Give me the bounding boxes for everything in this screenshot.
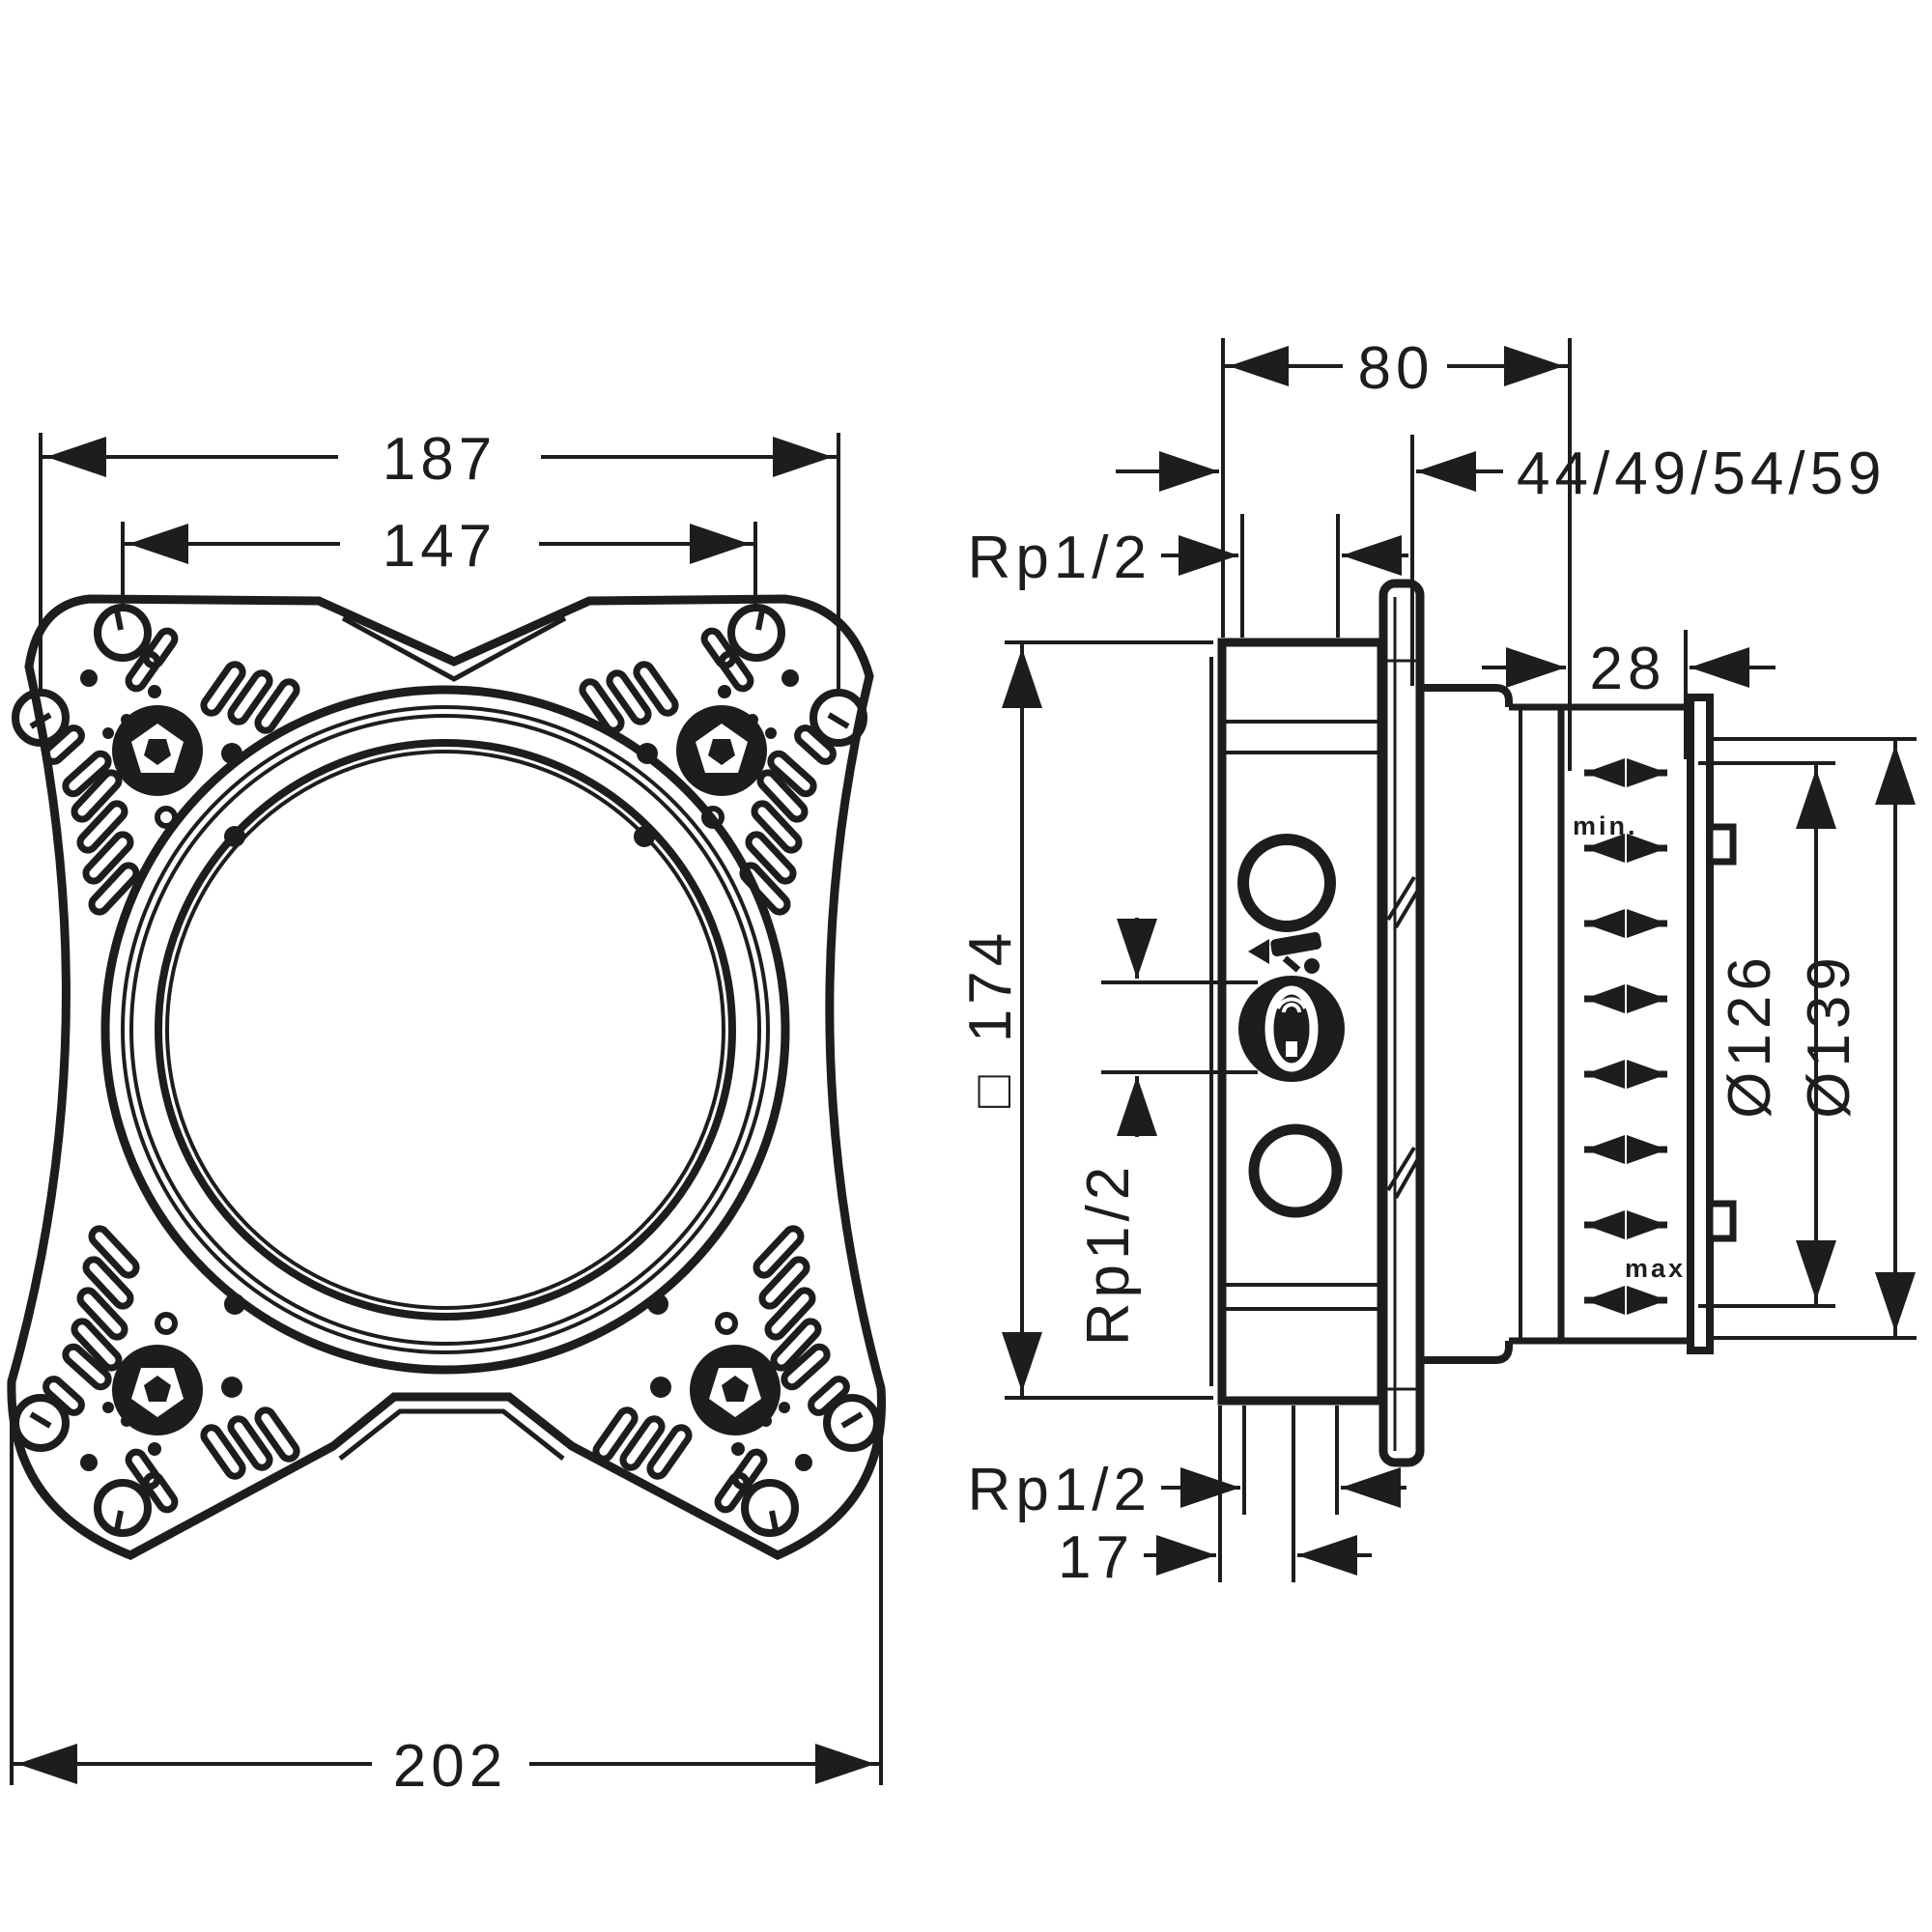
thread-label-bottom: Rp1/2 — [968, 1457, 1151, 1523]
side-view-dimensions: 80 44/49/54/59 Rp1/2 28 174 □ — [957, 335, 1917, 1591]
min-label: min. — [1573, 811, 1638, 840]
corner-arm-bottom-right — [593, 1226, 877, 1533]
dia-126-label: Ø126 — [1717, 952, 1783, 1119]
dia-139-label: Ø139 — [1796, 952, 1862, 1119]
plate-outline — [7, 594, 887, 1560]
dim-28-label: 28 — [1590, 636, 1666, 702]
clip-bottom — [1706, 1200, 1737, 1242]
dim-147-label: 147 — [383, 513, 497, 580]
thread-label-mid: Rp1/2 — [1075, 1162, 1142, 1346]
dim-187-label: 187 — [383, 426, 497, 493]
dim-80: 80 — [1225, 335, 1568, 402]
dim-17-label: 17 — [1058, 1524, 1134, 1591]
clip-top — [1706, 823, 1737, 866]
dim-wall-thickness-label: 44/49/54/59 — [1517, 440, 1887, 507]
max-label: max. — [1625, 1254, 1696, 1283]
plate-center-rings — [100, 685, 790, 1375]
dim-202: 202 — [10, 1403, 883, 1800]
plate-bottom-chamfer-innerline — [338, 1408, 565, 1461]
port-bottom-circle — [1248, 1123, 1343, 1218]
dim-174-label: 174 — [957, 928, 1024, 1042]
dim-80-label: 80 — [1358, 335, 1435, 402]
dim-174: 174 □ — [957, 640, 1213, 1400]
dim-147: 147 — [121, 513, 757, 609]
dim-dia-126: Ø126 — [1698, 761, 1836, 1308]
side-view-valve-body: min. max. — [1209, 579, 1737, 1467]
dim-187: 187 — [39, 426, 840, 694]
port-top-circle — [1237, 834, 1336, 932]
dim-202-label: 202 — [393, 1733, 507, 1800]
dim-wall-thickness: 44/49/54/59 — [1116, 440, 1887, 507]
dim-17: 17 — [1058, 1524, 1372, 1591]
plate-top-chamfer-innerline — [341, 615, 567, 682]
valve-cartridge — [1238, 976, 1345, 1082]
dim-dia-139: Ø139 — [1712, 737, 1917, 1340]
front-view-mounting-plate — [7, 594, 887, 1560]
dim-thread-bottom: Rp1/2 — [968, 1457, 1406, 1523]
thread-label-top: Rp1/2 — [968, 525, 1151, 591]
dim-thread-mid: Rp1/2 — [1075, 918, 1258, 1346]
dim-28: 28 — [1482, 636, 1776, 702]
housing-end-plate — [1687, 694, 1714, 1354]
wall-flange — [1378, 579, 1425, 1467]
depth-adjustment-arrows: min. max. — [1573, 758, 1696, 1315]
rough-in-housing — [1420, 684, 1737, 1364]
square-symbol: □ — [961, 1071, 1022, 1108]
handle-icon — [1248, 931, 1321, 974]
front-view-dimensions: 187 147 202 — [10, 426, 883, 1800]
dim-thread-top: Rp1/2 — [968, 525, 1408, 591]
